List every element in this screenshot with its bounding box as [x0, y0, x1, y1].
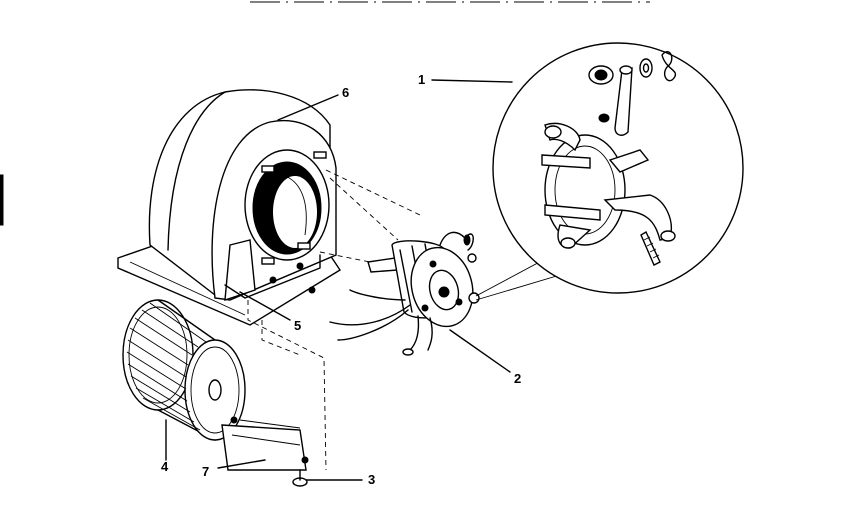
callout-3: 3	[368, 472, 375, 487]
callout-2: 2	[514, 371, 521, 386]
wheel-blades	[126, 302, 207, 431]
detail-bolt	[640, 231, 661, 266]
callout-7: 7	[202, 464, 209, 479]
housing-studs	[261, 151, 327, 265]
motor-leads	[329, 231, 471, 356]
blower-wheel	[122, 299, 246, 441]
callout-5: 5	[294, 318, 301, 333]
callout-leaders	[165, 79, 513, 481]
capacitor-bracket	[221, 416, 309, 471]
top-edge-artifact	[0, 1, 650, 226]
callout-4: 4	[161, 459, 169, 474]
alignment-lines	[247, 169, 421, 471]
blower-housing	[117, 89, 341, 326]
motor-mount-detail	[492, 42, 744, 294]
callout-1: 1	[418, 72, 425, 87]
callout-labels: 1 2 3 4 5 6 7	[161, 72, 521, 487]
motor	[329, 231, 480, 356]
screw	[292, 469, 308, 487]
callout-6: 6	[342, 85, 349, 100]
